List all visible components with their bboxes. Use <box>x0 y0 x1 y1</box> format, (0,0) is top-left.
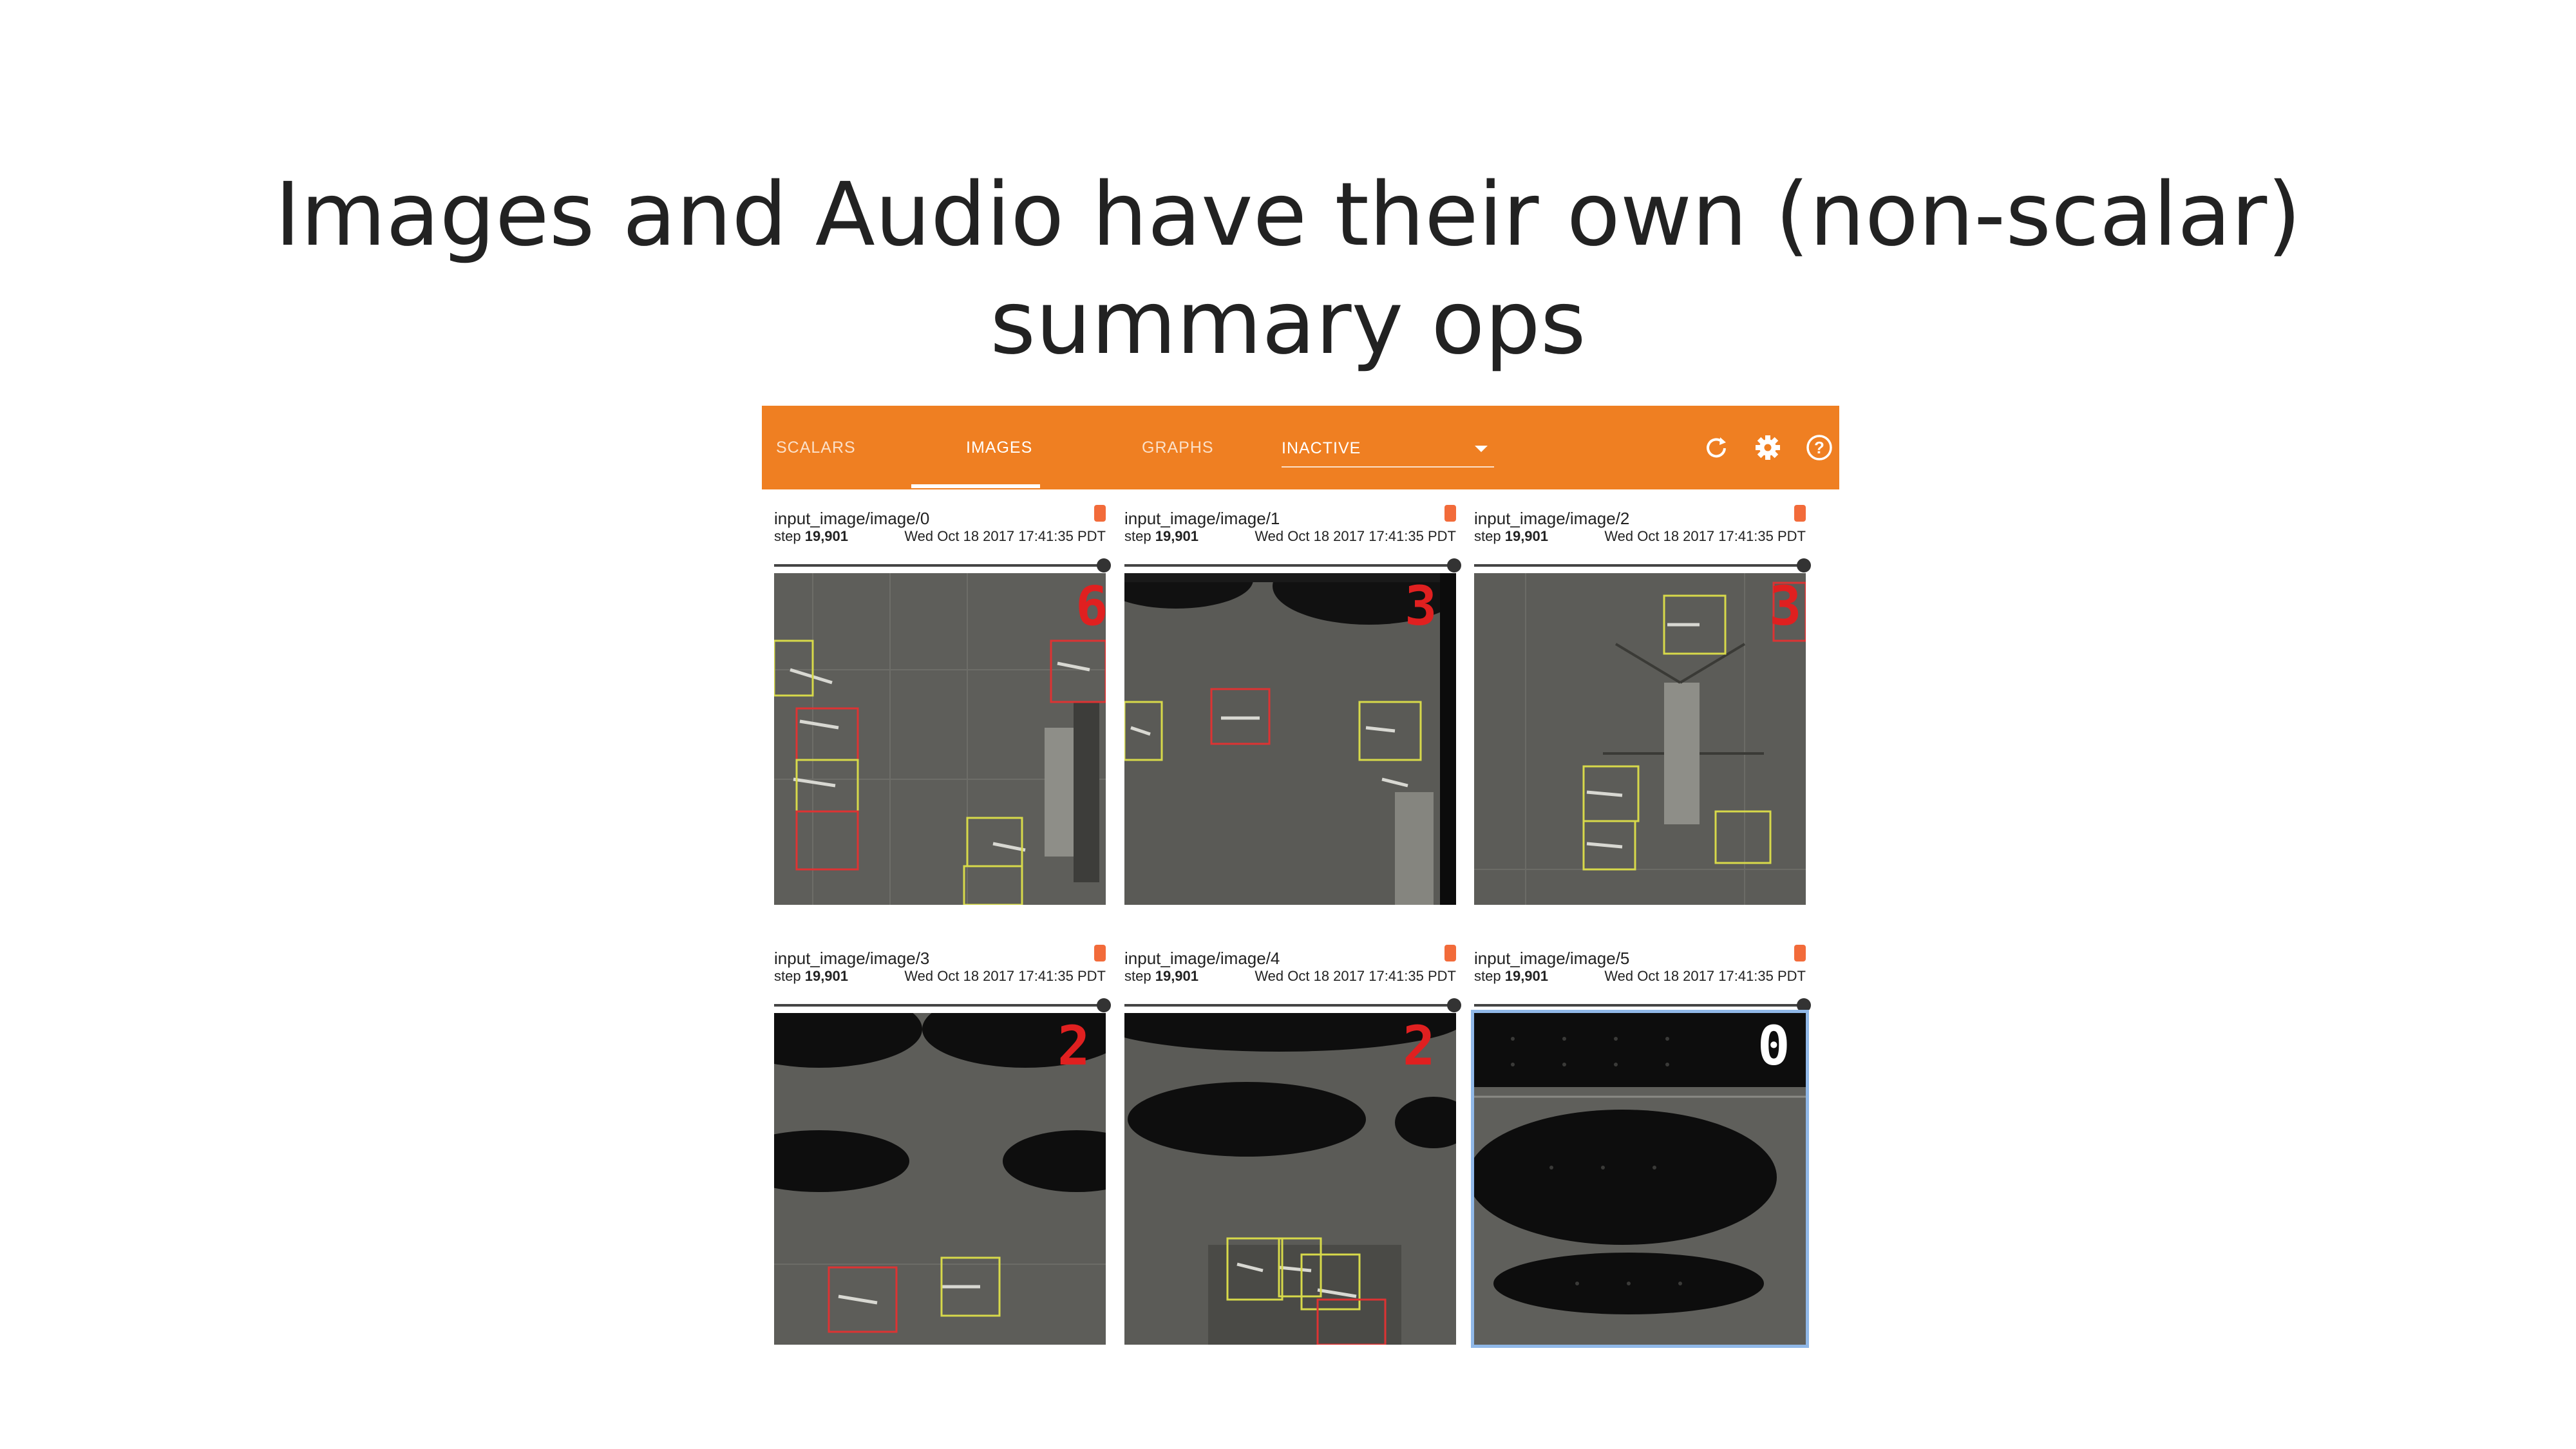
step-slider[interactable] <box>1124 998 1461 1012</box>
digit-overlay: 2 <box>1057 1014 1090 1077</box>
inactive-dropdown[interactable]: INACTIVE <box>1282 430 1494 468</box>
run-color-flag <box>1794 945 1806 961</box>
active-tab-indicator <box>911 484 1040 488</box>
image-card-title: input_image/image/0 <box>774 509 930 528</box>
step-readout: step 19,901 <box>1124 968 1198 985</box>
step-slider[interactable] <box>1124 558 1461 573</box>
slider-thumb[interactable] <box>1797 558 1811 573</box>
step-label: step <box>1124 968 1151 984</box>
help-icon[interactable]: ? <box>1805 433 1833 462</box>
step-value: 19,901 <box>1504 528 1549 544</box>
slider-thumb[interactable] <box>1797 998 1811 1012</box>
slider-thumb[interactable] <box>1447 998 1461 1012</box>
step-label: step <box>1474 528 1501 544</box>
digit-overlay: 6 <box>1075 574 1106 638</box>
slider-thumb[interactable] <box>1447 558 1461 573</box>
digit-overlay: 2 <box>1403 1014 1435 1077</box>
image-card-title: input_image/image/4 <box>1124 949 1280 968</box>
step-label: step <box>774 528 801 544</box>
digit-overlay: 3 <box>1769 574 1802 638</box>
step-value: 19,901 <box>1155 968 1199 984</box>
step-value: 19,901 <box>1155 528 1199 544</box>
step-slider[interactable] <box>1474 558 1811 573</box>
aerial-image[interactable]: 2 <box>1124 1013 1456 1345</box>
chevron-down-icon <box>1475 446 1488 452</box>
step-value: 19,901 <box>1504 968 1549 984</box>
svg-text:?: ? <box>1814 438 1824 457</box>
tab-graphs[interactable]: GRAPHS <box>1142 439 1214 457</box>
aerial-image[interactable]: 6 <box>774 573 1106 905</box>
refresh-icon[interactable] <box>1702 433 1730 462</box>
image-card-0: input_image/image/0 step 19,901 Wed Oct … <box>774 505 1111 940</box>
image-card-title: input_image/image/2 <box>1474 509 1630 528</box>
step-slider[interactable] <box>774 998 1111 1012</box>
step-readout: step 19,901 <box>1474 528 1548 545</box>
run-color-flag <box>1094 945 1106 961</box>
slider-thumb[interactable] <box>1097 998 1111 1012</box>
run-color-flag <box>1444 505 1456 522</box>
step-readout: step 19,901 <box>774 528 848 545</box>
run-color-flag <box>1444 945 1456 961</box>
digit-overlay: 3 <box>1405 574 1437 638</box>
image-card-title: input_image/image/1 <box>1124 509 1280 528</box>
slide-title-line-1: Images and Audio have their own (non-sca… <box>274 164 2302 266</box>
timestamp: Wed Oct 18 2017 17:41:35 PDT <box>1604 968 1806 984</box>
aerial-image[interactable]: 3 <box>1124 573 1456 905</box>
step-slider[interactable] <box>774 558 1111 573</box>
aerial-image[interactable]: 3 <box>1474 573 1806 905</box>
image-card-title: input_image/image/3 <box>774 949 930 968</box>
timestamp: Wed Oct 18 2017 17:41:35 PDT <box>1255 968 1456 984</box>
slide-title: Images and Audio have their own (non-sca… <box>0 161 2576 377</box>
timestamp: Wed Oct 18 2017 17:41:35 PDT <box>904 968 1106 984</box>
step-slider[interactable] <box>1474 998 1811 1012</box>
step-label: step <box>1124 528 1151 544</box>
step-readout: step 19,901 <box>774 968 848 985</box>
digit-overlay: 0 <box>1757 1014 1790 1077</box>
tab-images[interactable]: IMAGES <box>966 439 1033 457</box>
timestamp: Wed Oct 18 2017 17:41:35 PDT <box>904 528 1106 544</box>
step-readout: step 19,901 <box>1124 528 1198 545</box>
inactive-dropdown-label: INACTIVE <box>1282 439 1361 457</box>
step-readout: step 19,901 <box>1474 968 1548 985</box>
step-value: 19,901 <box>804 528 849 544</box>
step-value: 19,901 <box>804 968 849 984</box>
image-card-title: input_image/image/5 <box>1474 949 1630 968</box>
aerial-image[interactable]: 2 <box>774 1013 1106 1345</box>
step-label: step <box>1474 968 1501 984</box>
slide-title-line-2: summary ops <box>990 272 1586 374</box>
settings-gear-icon[interactable] <box>1754 433 1782 462</box>
timestamp: Wed Oct 18 2017 17:41:35 PDT <box>1604 528 1806 544</box>
tensorboard-screenshot: SCALARS IMAGES GRAPHS INACTIVE <box>762 406 1839 1348</box>
tensorboard-toolbar: SCALARS IMAGES GRAPHS INACTIVE <box>762 406 1839 489</box>
run-color-flag <box>1094 505 1106 522</box>
run-color-flag <box>1794 505 1806 522</box>
tab-scalars[interactable]: SCALARS <box>776 439 856 457</box>
step-label: step <box>774 968 801 984</box>
image-card-4: input_image/image/4 step 19,901 Wed Oct … <box>1124 945 1461 1380</box>
image-card-2: input_image/image/2 step 19,901 Wed Oct … <box>1474 505 1811 940</box>
aerial-image[interactable]: 0 <box>1471 1010 1809 1348</box>
image-card-5: input_image/image/5 step 19,901 Wed Oct … <box>1471 945 1811 1380</box>
image-card-3: input_image/image/3 step 19,901 Wed Oct … <box>774 945 1111 1380</box>
timestamp: Wed Oct 18 2017 17:41:35 PDT <box>1255 528 1456 544</box>
image-card-1: input_image/image/1 step 19,901 Wed Oct … <box>1124 505 1461 940</box>
slider-thumb[interactable] <box>1097 558 1111 573</box>
